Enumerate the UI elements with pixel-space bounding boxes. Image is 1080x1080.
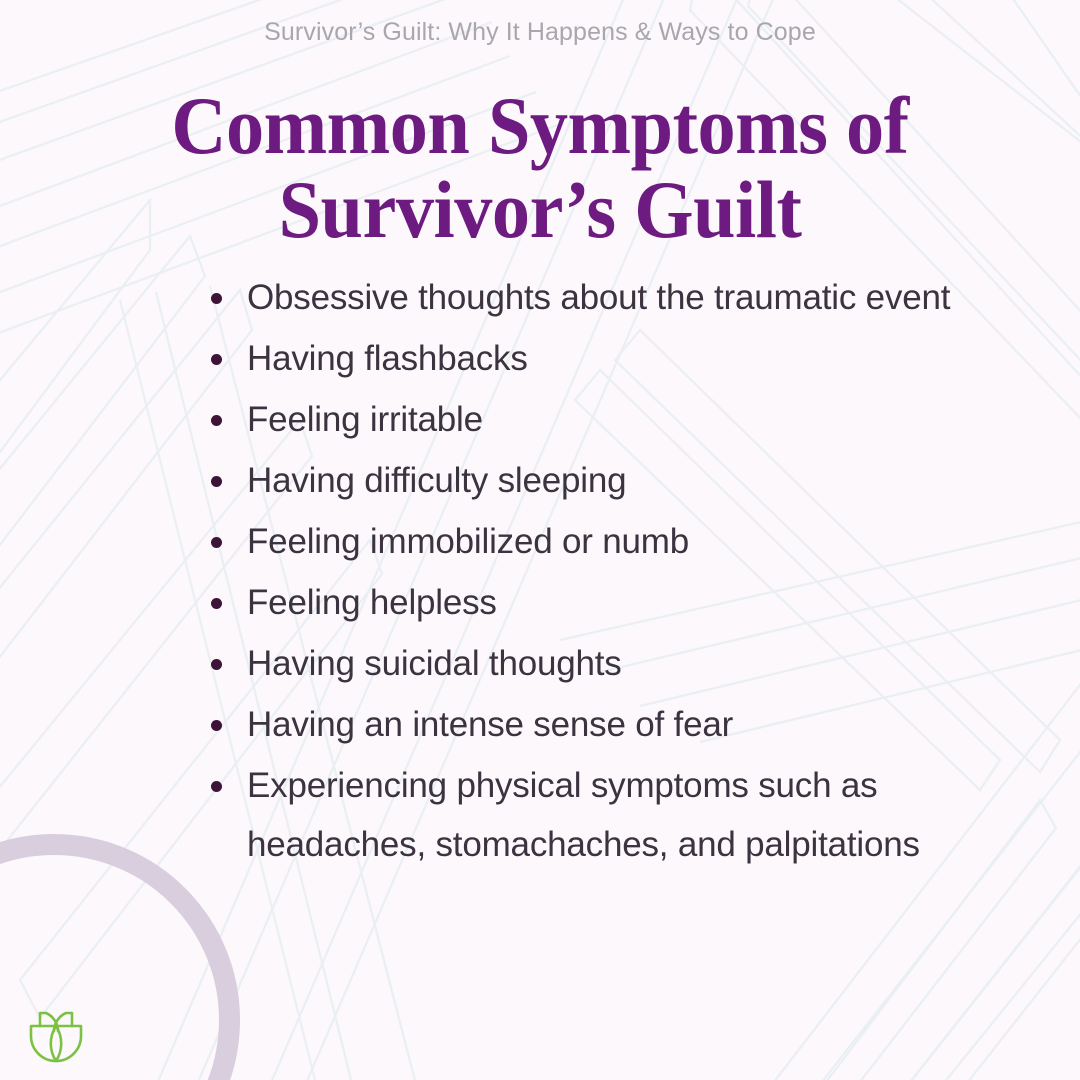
list-item-label: Feeling helpless (247, 583, 497, 622)
list-item: Feeling irritable (205, 390, 965, 449)
page-title-line-1: Common Symptoms of (171, 80, 909, 171)
bullet-dot-icon (211, 537, 222, 548)
bullet-dot-icon (211, 354, 222, 365)
bullet-dot-icon (211, 476, 222, 487)
list-item: Having flashbacks (205, 329, 965, 388)
list-item-label: Having difficulty sleeping (247, 461, 627, 500)
list-item: Having an intense sense of fear (205, 695, 965, 754)
list-item-label: Obsessive thoughts about the traumatic e… (247, 278, 951, 317)
bullet-dot-icon (211, 659, 222, 670)
article-eyebrow-title: Survivor’s Guilt: Why It Happens & Ways … (264, 18, 816, 46)
list-item: Experiencing physical symptoms such as h… (205, 756, 965, 874)
list-item-label: Having suicidal thoughts (247, 644, 622, 683)
lotus-leaf-logo-icon (29, 1011, 83, 1063)
bullet-dot-icon (211, 781, 222, 792)
bullet-dot-icon (211, 598, 222, 609)
list-item-label: Feeling immobilized or numb (247, 522, 690, 561)
page-title: Common Symptoms of Survivor’s Guilt (0, 84, 1080, 252)
bullet-dot-icon (211, 293, 222, 304)
bullet-dot-icon (211, 720, 222, 731)
page-title-line-2: Survivor’s Guilt (278, 164, 802, 255)
list-item-label: Having an intense sense of fear (247, 705, 734, 744)
list-item: Feeling immobilized or numb (205, 512, 965, 571)
list-item: Having difficulty sleeping (205, 451, 965, 510)
list-item: Obsessive thoughts about the traumatic e… (205, 268, 965, 327)
list-item: Having suicidal thoughts (205, 634, 965, 693)
symptom-list: Obsessive thoughts about the traumatic e… (205, 268, 965, 876)
bullet-dot-icon (211, 415, 222, 426)
list-item-label: Having flashbacks (247, 339, 528, 378)
list-item-label: Experiencing physical symptoms such as h… (247, 766, 920, 864)
list-item: Feeling helpless (205, 573, 965, 632)
list-item-label: Feeling irritable (247, 400, 483, 439)
